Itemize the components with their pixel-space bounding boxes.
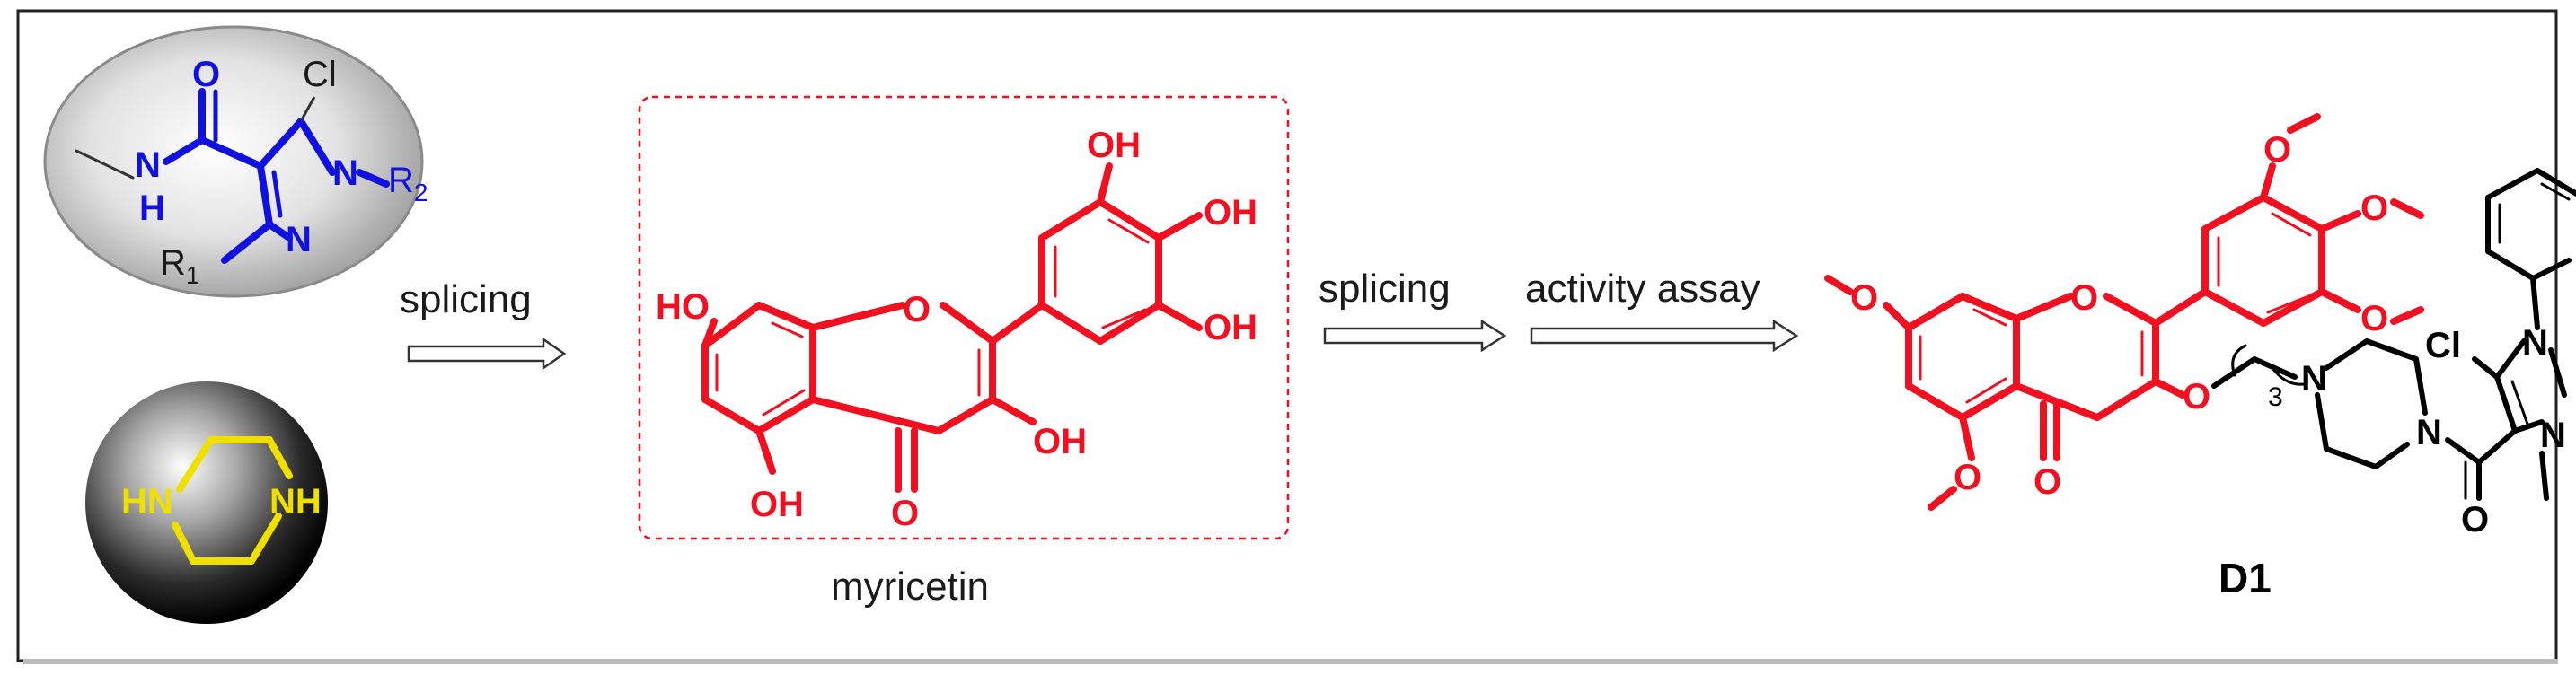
myricetin-OH-right2: OH (1204, 308, 1257, 347)
d1-O3: O (2183, 377, 2210, 417)
d1-Cl: Cl (2425, 326, 2461, 365)
piperazine-HN-label: HN (121, 482, 173, 522)
d1-N-pip1: N (2301, 359, 2327, 399)
dashed-box (638, 95, 1290, 540)
d1-N-pip2: N (2416, 413, 2442, 452)
activity-assay-label: activity assay (1525, 267, 1760, 311)
myricetin-ring-O: O (903, 290, 931, 329)
d1-amide-O: O (2461, 500, 2489, 539)
myricetin-structure: O O OH OH OH HO OH OH (638, 95, 1290, 540)
d1-linker-n: 3 (2268, 382, 2283, 412)
splicing-label-1: splicing (400, 277, 532, 321)
arrow-1 (407, 337, 567, 371)
myricetin-keto-O: O (891, 494, 919, 533)
d1-structure: O O O O O O O O 3 N N O Cl N N (1824, 113, 2576, 539)
outer-shadow (23, 659, 2558, 664)
pyrazole-N2-label: N (286, 220, 312, 259)
d1-name: D1 (2219, 555, 2272, 601)
myricetin-OH-top: OH (1087, 126, 1141, 165)
pyrazole-O-label: O (192, 55, 220, 94)
d1-O3p: O (2263, 130, 2291, 170)
myricetin-OH-bottom: OH (750, 485, 804, 524)
d1-N-pz1: N (2522, 323, 2548, 363)
myricetin-OH-c3: OH (1033, 422, 1087, 461)
d1-N-pz2: N (2540, 416, 2566, 455)
arrow-3 (1530, 319, 1799, 353)
myricetin-name: myricetin (831, 565, 989, 609)
pyrazole-amide-N-label: N (135, 145, 161, 185)
oval-background (43, 25, 424, 298)
d1-keto-O: O (2033, 462, 2061, 502)
arrow-2 (1323, 319, 1507, 353)
pyrazole-amide-H-label: H (139, 189, 165, 228)
d1-O7: O (1850, 278, 1878, 318)
myricetin-OH-right1: OH (1204, 193, 1257, 232)
myricetin-HO-left: HO (656, 287, 710, 327)
d1-ring-O: O (2070, 278, 2098, 318)
pyrazole-Cl-label: Cl (303, 55, 337, 94)
fragment-piperazine: HN NH (85, 381, 328, 624)
pyrazole-N1-label: N (332, 153, 358, 193)
splicing-label-2: splicing (1319, 267, 1451, 311)
piperazine-NH-label: NH (269, 482, 322, 522)
d1-O5: O (1954, 458, 1981, 497)
fragment-pyrazole: O Cl N H N N R2 R1 (43, 25, 428, 298)
d1-O5p: O (2360, 299, 2388, 338)
d1-O4p: O (2360, 189, 2388, 228)
pyrazole-R2-label: R2 (388, 161, 428, 206)
pyrazole-R1-label: R1 (160, 243, 199, 289)
